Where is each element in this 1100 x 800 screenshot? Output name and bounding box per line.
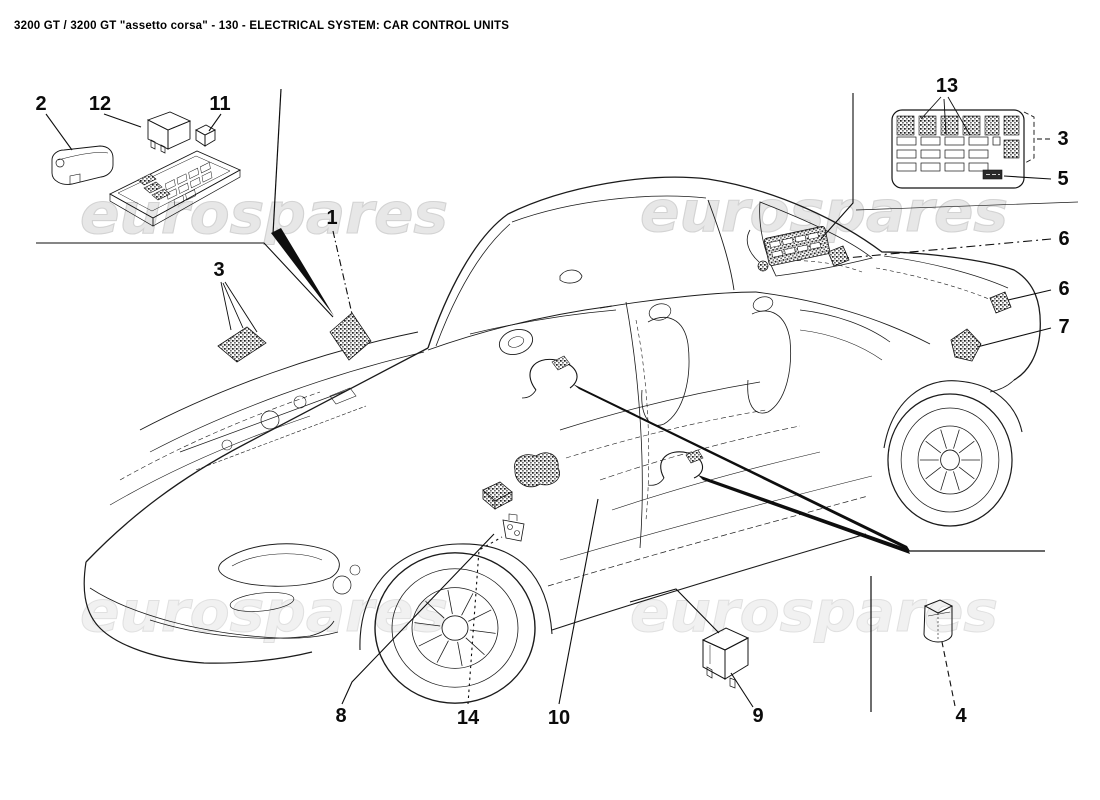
callout-3-right[interactable]: 3 [1057, 128, 1068, 150]
ecu-unit-3-left [217, 326, 267, 363]
callout-1[interactable]: 1 [326, 207, 337, 229]
callout-14[interactable]: 14 [457, 707, 480, 729]
callout-4[interactable]: 4 [955, 705, 967, 727]
ecu-cube-8 [482, 481, 513, 510]
fuse-box-cover [51, 145, 114, 185]
relay-12 [146, 111, 192, 154]
callout-6-upper[interactable]: 6 [1058, 228, 1069, 250]
rear-panel-connector [746, 229, 769, 272]
callout-13[interactable]: 13 [936, 75, 958, 97]
leader-lines [36, 88, 1052, 712]
watermark-bottom-right: eurospares [630, 580, 998, 645]
front-wheel [374, 552, 536, 704]
callout-2[interactable]: 2 [35, 93, 46, 115]
ecu-unit-6-upper [827, 245, 850, 267]
callout-10[interactable]: 10 [548, 707, 570, 729]
page-title: 3200 GT / 3200 GT "assetto corsa" - 130 … [14, 20, 510, 32]
ecu-blob-8 [514, 452, 560, 488]
relay-11 [195, 124, 216, 147]
ecu-unit-1 [329, 312, 372, 361]
sill-harness [647, 449, 704, 486]
mounting-bracket-14 [502, 513, 525, 542]
engine-fuse-box [109, 150, 242, 227]
relay-4 [923, 599, 954, 643]
car-line-art [83, 176, 1079, 704]
callout-8[interactable]: 8 [335, 705, 346, 727]
watermarks: eurospares eurospares eurospares eurospa… [79, 179, 1008, 645]
callout-11[interactable]: 11 [209, 93, 230, 115]
callout-5[interactable]: 5 [1057, 168, 1068, 190]
callout-3-left[interactable]: 3 [213, 259, 224, 281]
ecu-unit-6-lower [989, 291, 1012, 314]
dash-harness [521, 355, 578, 399]
rear-wheel [887, 393, 1013, 527]
watermark-top-left: eurospares [80, 182, 448, 247]
callout-6-lower[interactable]: 6 [1058, 278, 1069, 300]
callout-7[interactable]: 7 [1058, 316, 1069, 338]
ecu-unit-7 [950, 328, 982, 362]
rear-fuse-panel [763, 226, 831, 266]
callout-9[interactable]: 9 [752, 705, 763, 727]
callout-12[interactable]: 12 [89, 93, 111, 115]
